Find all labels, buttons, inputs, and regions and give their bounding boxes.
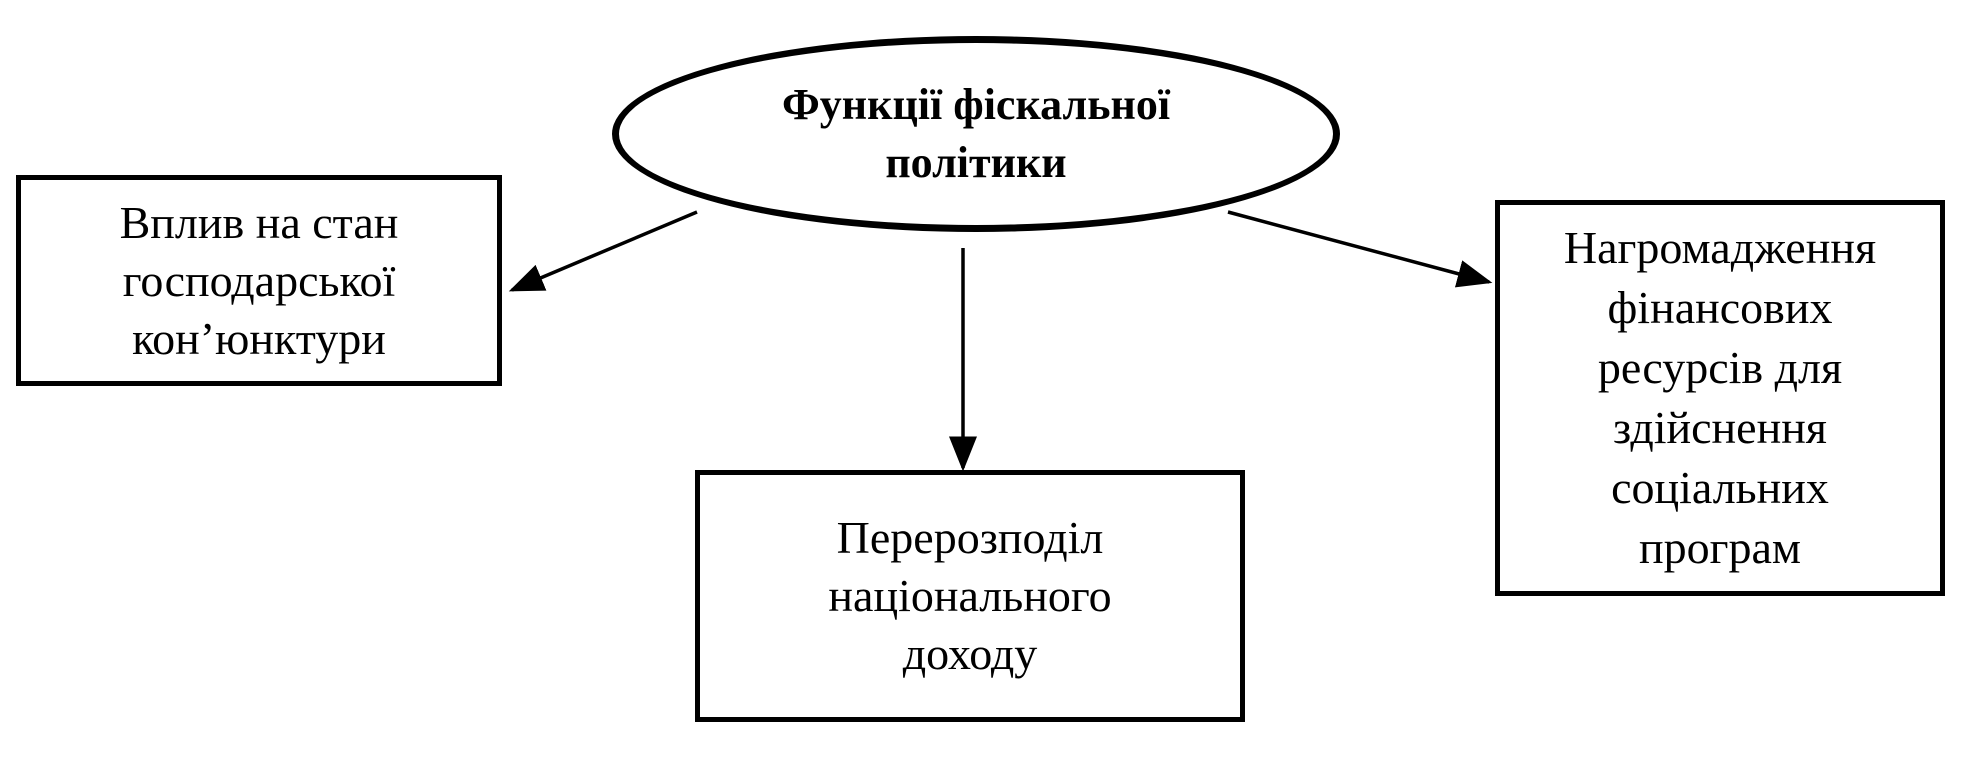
bottom-node-box: Перерозподіл національного доходу [695, 470, 1245, 722]
left-node-box: Вплив на стан господарської кон’юнктури [16, 175, 502, 386]
bottom-node-label: Перерозподіл національного доходу [828, 512, 1112, 679]
arrow-to-left-node [508, 210, 698, 292]
right-node-box: Нагромадження фінансових ресурсів для зд… [1495, 200, 1945, 596]
left-node-label: Вплив на стан господарської кон’юнктури [119, 196, 399, 364]
right-node-label: Нагромадження фінансових ресурсів для зд… [1563, 222, 1877, 573]
center-node-label: Функції фіскальної політики [781, 80, 1171, 187]
arrow-to-right-node [1227, 210, 1493, 288]
center-node-ellipse: Функції фіскальної політики [612, 36, 1340, 232]
